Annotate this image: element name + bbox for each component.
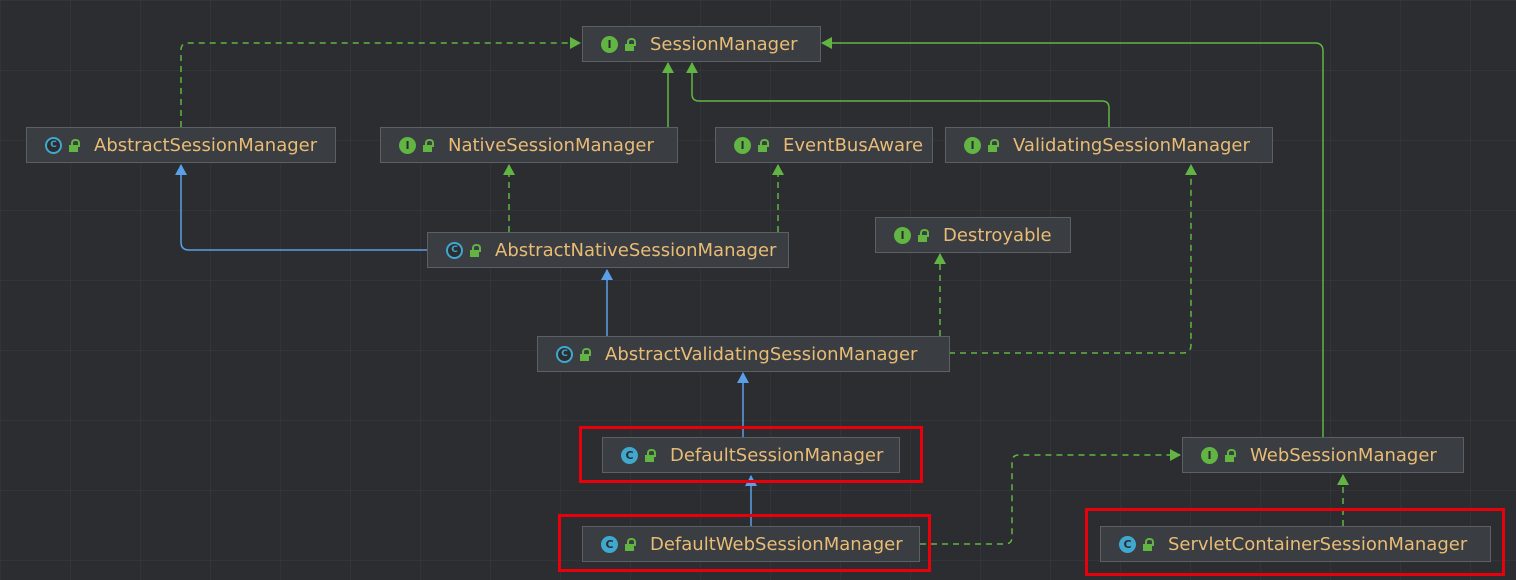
lock-icon (915, 227, 929, 243)
node-abstract-native-session-manager[interactable]: C AbstractNativeSessionManager (427, 232, 789, 268)
interface-badge-icon: I (399, 136, 416, 154)
lock-icon (1222, 447, 1236, 463)
edge-web-session-manager-to-session-manager (821, 37, 1324, 437)
node-label: AbstractValidatingSessionManager (605, 343, 918, 365)
node-session-manager[interactable]: I SessionManager (582, 26, 821, 62)
interface-badge-icon: I (1201, 446, 1218, 464)
class-badge-icon: C (1119, 535, 1136, 553)
node-label: AbstractSessionManager (94, 134, 318, 156)
edge-abstract-session-manager-to-session-manager (180, 37, 581, 127)
node-default-session-manager[interactable]: C DefaultSessionManager (602, 437, 900, 473)
lock-icon (642, 447, 656, 463)
highlight-box-default-session-manager (579, 426, 923, 483)
interface-badge-icon: I (894, 226, 911, 244)
node-default-web-session-manager[interactable]: C DefaultWebSessionManager (582, 526, 920, 562)
node-label: Destroyable (943, 224, 1052, 246)
edge-validating-session-manager-to-session-manager (686, 62, 1110, 127)
node-event-bus-aware[interactable]: I EventBusAware (715, 127, 933, 163)
lock-icon (985, 137, 999, 153)
lock-icon (420, 137, 434, 153)
interface-badge-icon: I (964, 136, 981, 154)
lock-icon (467, 242, 481, 258)
node-label: EventBusAware (783, 134, 924, 156)
node-label: ValidatingSessionManager (1013, 134, 1250, 156)
node-abstract-session-manager[interactable]: C AbstractSessionManager (26, 127, 336, 163)
class-badge-icon: C (621, 446, 638, 464)
lock-icon (1140, 536, 1154, 552)
node-label: DefaultSessionManager (670, 444, 884, 466)
node-label: NativeSessionManager (448, 134, 654, 156)
edge-default-web-to-web-session-manager (920, 449, 1181, 545)
node-abstract-validating-session-manager[interactable]: C AbstractValidatingSessionManager (537, 336, 950, 372)
node-destroyable[interactable]: I Destroyable (875, 217, 1071, 253)
node-servlet-container-session-manager[interactable]: C ServletContainerSessionManager (1100, 526, 1491, 562)
edge-abstract-native-to-abstract-session-manager (175, 164, 428, 251)
lock-icon (66, 137, 80, 153)
edge-abstract-validating-to-validating-session-manager (949, 164, 1197, 354)
highlight-box-default-web-session-manager (558, 514, 931, 572)
lock-icon (622, 36, 636, 52)
abstract-class-badge-icon: C (556, 345, 573, 363)
interface-badge-icon: I (734, 136, 751, 154)
abstract-class-badge-icon: C (45, 136, 62, 154)
highlight-box-servlet-container-session-manager (1085, 508, 1505, 576)
node-label: AbstractNativeSessionManager (495, 239, 777, 261)
interface-badge-icon: I (601, 35, 618, 53)
abstract-class-badge-icon: C (446, 241, 463, 259)
node-label: DefaultWebSessionManager (650, 533, 903, 555)
lock-icon (622, 536, 636, 552)
node-label: SessionManager (650, 33, 798, 55)
class-badge-icon: C (601, 535, 618, 553)
node-validating-session-manager[interactable]: I ValidatingSessionManager (945, 127, 1273, 163)
node-label: ServletContainerSessionManager (1168, 533, 1468, 555)
node-web-session-manager[interactable]: I WebSessionManager (1182, 437, 1464, 473)
node-native-session-manager[interactable]: I NativeSessionManager (380, 127, 678, 163)
lock-icon (755, 137, 769, 153)
lock-icon (577, 346, 591, 362)
node-label: WebSessionManager (1250, 444, 1437, 466)
